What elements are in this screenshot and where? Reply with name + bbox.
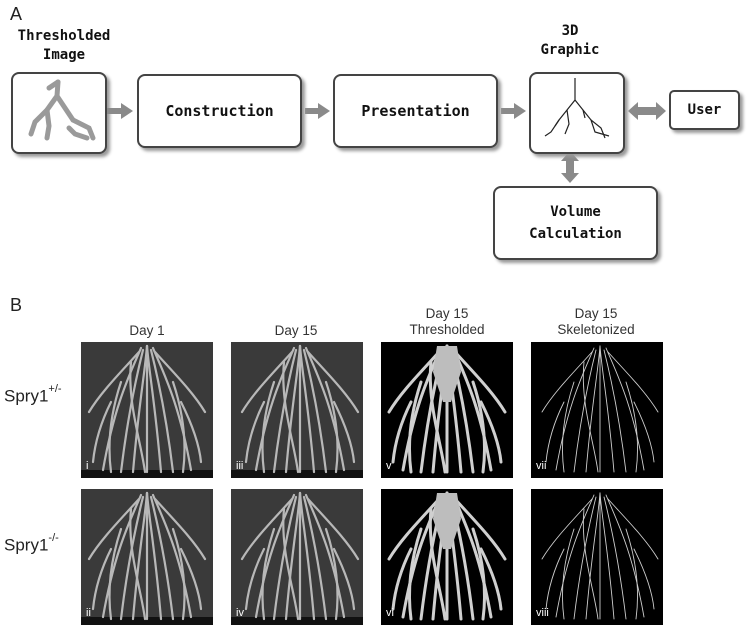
panel-numeral: iv bbox=[236, 607, 244, 619]
column-label-3: Day 15 Thresholded bbox=[380, 306, 514, 338]
column-label-1-line1: Day 1 bbox=[129, 323, 165, 338]
image-tile: viii bbox=[531, 489, 663, 625]
flow-arrows bbox=[107, 102, 666, 183]
thresholded-image-box bbox=[11, 72, 107, 154]
vessel-image-icon bbox=[231, 489, 363, 625]
image-tile: vii bbox=[531, 342, 663, 478]
panel-numeral: viii bbox=[536, 607, 549, 619]
image-tile: vi bbox=[381, 489, 513, 625]
vessel-image-icon bbox=[81, 489, 213, 625]
panel-numeral: vi bbox=[386, 607, 394, 619]
vessel-3d-icon bbox=[544, 78, 610, 139]
arrow-graphic-volume bbox=[561, 151, 579, 183]
arrow-construction-to-presentation bbox=[305, 103, 330, 119]
column-label-4-line1: Day 15 bbox=[574, 306, 618, 321]
arrow-presentation-to-graphic bbox=[501, 103, 526, 119]
column-label-4: Day 15 Skeletonized bbox=[529, 306, 663, 338]
presentation-label: Presentation bbox=[361, 102, 470, 120]
panel-b-letter: B bbox=[10, 295, 23, 315]
presentation-box: Presentation bbox=[333, 74, 498, 148]
user-box: User bbox=[669, 90, 740, 130]
panel-numeral: vii bbox=[536, 460, 547, 472]
panel-numeral: iii bbox=[236, 460, 244, 472]
3d-graphic-box bbox=[529, 72, 625, 154]
column-label-3-line1: Day 15 bbox=[425, 306, 469, 321]
image-tile: i bbox=[81, 342, 213, 478]
vessel-image-icon bbox=[531, 489, 663, 625]
construction-box: Construction bbox=[137, 74, 302, 148]
column-label-2-line1: Day 15 bbox=[274, 323, 318, 338]
image-tile: v bbox=[381, 342, 513, 478]
panel-numeral: v bbox=[386, 460, 392, 472]
vessel-image-icon bbox=[381, 489, 513, 625]
volume-calculation-box: Volume Calculation bbox=[493, 186, 658, 260]
image-tile: iv bbox=[231, 489, 363, 625]
construction-label: Construction bbox=[165, 102, 274, 120]
column-label-1: Day 1 bbox=[80, 323, 214, 339]
thresholded-image-label-line2: Image bbox=[42, 47, 86, 63]
row-label-2-sup: -/- bbox=[48, 532, 59, 544]
panel-numeral: i bbox=[86, 460, 89, 472]
volume-label-line1: Volume bbox=[550, 204, 601, 220]
panel-numeral: ii bbox=[86, 607, 91, 619]
vessel-image-icon bbox=[231, 342, 363, 478]
image-tile: ii bbox=[81, 489, 213, 625]
vessel-thumbnail-icon bbox=[28, 79, 96, 141]
row-label-1-base: Spry1 bbox=[4, 386, 49, 406]
column-label-2: Day 15 bbox=[229, 323, 363, 339]
vessel-image-icon bbox=[381, 342, 513, 478]
row-label-1-sup: +/- bbox=[48, 383, 62, 395]
arrow-graphic-user bbox=[628, 102, 666, 120]
panel-a-letter: A bbox=[10, 4, 23, 24]
thresholded-image-label-line1: Thresholded bbox=[17, 28, 111, 44]
row-label-2-base: Spry1 bbox=[4, 535, 49, 555]
arrow-input-to-construction bbox=[107, 103, 133, 119]
row-label-knockout: Spry1-/- bbox=[4, 532, 59, 556]
user-label: User bbox=[687, 102, 722, 118]
3d-graphic-label-line2: Graphic bbox=[540, 42, 600, 58]
3d-graphic-label-line1: 3D bbox=[561, 23, 579, 39]
column-label-4-line2: Skeletonized bbox=[557, 322, 635, 337]
vessel-image-icon bbox=[531, 342, 663, 478]
column-label-3-line2: Thresholded bbox=[409, 322, 485, 337]
3d-graphic-label: 3D Graphic bbox=[520, 22, 620, 60]
image-tile: iii bbox=[231, 342, 363, 478]
vessel-image-icon bbox=[81, 342, 213, 478]
row-label-heterozygous: Spry1+/- bbox=[4, 383, 62, 407]
volume-label-line2: Calculation bbox=[529, 226, 622, 242]
thresholded-image-label: Thresholded Image bbox=[4, 27, 124, 65]
